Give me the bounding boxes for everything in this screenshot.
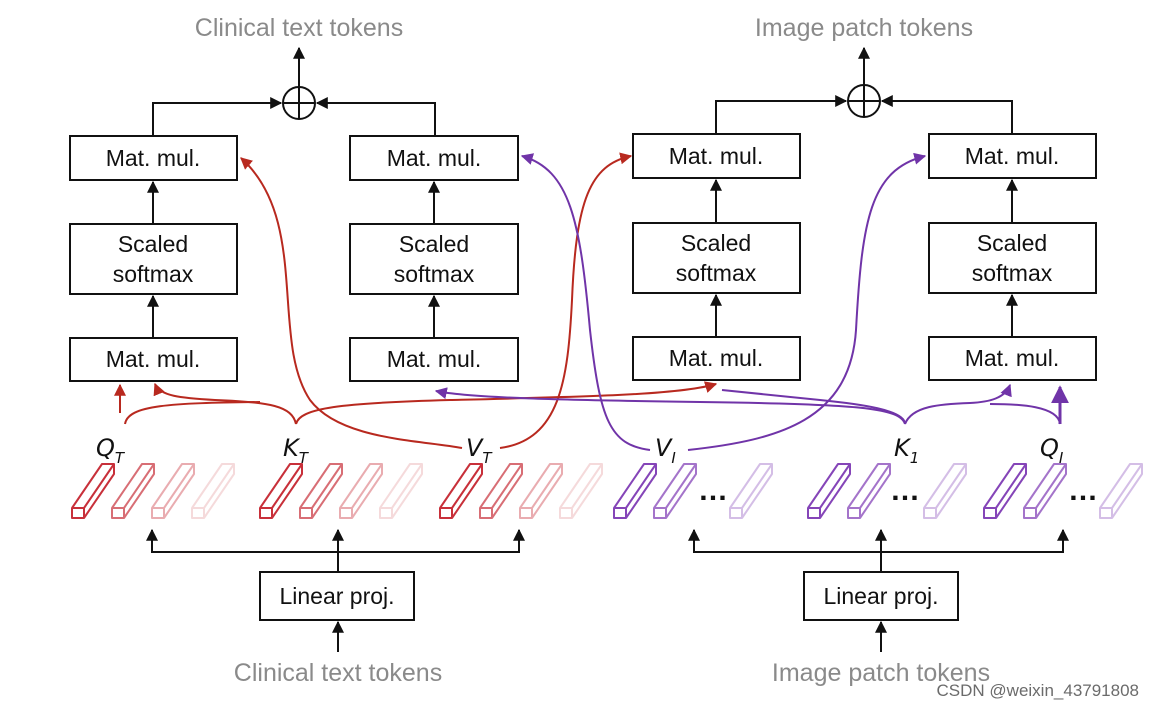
token-cuboid	[923, 463, 967, 519]
mat-mul-top-2	[349, 135, 519, 181]
ellipsis-2: …	[890, 474, 920, 507]
token-group-qt	[71, 463, 235, 519]
token-cuboid	[439, 463, 483, 519]
mat-mul-top-1-label: Mat. mul.	[106, 145, 201, 171]
scaled-softmax-3-line1: Scaled	[681, 230, 751, 256]
token-group-vt	[439, 463, 603, 519]
connector-image-left	[715, 95, 848, 133]
scaled-softmax-2	[349, 223, 519, 295]
arrow-vt-to-matmul-top1	[240, 157, 463, 449]
token-group-qi	[983, 463, 1143, 519]
arrow-k1-brace	[721, 389, 906, 425]
mat-mul-bottom-2	[349, 337, 519, 382]
scaled-softmax-4-line1: Scaled	[977, 230, 1047, 256]
token-cuboid	[191, 463, 235, 519]
label-qt: QT	[96, 434, 126, 467]
linear-proj-text-label: Linear proj.	[279, 583, 394, 609]
token-cuboid	[613, 463, 657, 519]
token-cuboid	[339, 463, 383, 519]
label-vt: VT	[466, 434, 493, 467]
scaled-softmax-2-line1: Scaled	[399, 231, 469, 257]
linear-proj-text	[259, 571, 415, 621]
sum-node-text	[282, 86, 316, 120]
scaled-softmax-3	[632, 222, 801, 294]
token-cuboid	[519, 463, 563, 519]
top-label-text: Clinical text tokens	[195, 14, 403, 42]
label-vi: VI	[655, 434, 676, 467]
column-1: Mat. mul. Scaled softmax Mat. mul.	[69, 135, 238, 382]
token-group-kt	[259, 463, 423, 519]
bottom-label-text: Clinical text tokens	[234, 659, 442, 687]
bracket-text	[151, 530, 520, 553]
mat-mul-top-4-label: Mat. mul.	[965, 143, 1060, 169]
token-cuboid	[151, 463, 195, 519]
token-groups	[71, 463, 1143, 519]
token-cuboid	[653, 463, 697, 519]
token-cuboid	[1099, 463, 1143, 519]
token-cuboid	[111, 463, 155, 519]
label-qi: QI	[1040, 434, 1064, 467]
connector-image-right	[880, 95, 1013, 133]
label-kt: KT	[283, 434, 310, 467]
token-cuboid	[559, 463, 603, 519]
column-2: Mat. mul. Scaled softmax Mat. mul.	[349, 135, 519, 382]
mat-mul-top-2-label: Mat. mul.	[387, 145, 482, 171]
mat-mul-bottom-4	[928, 336, 1097, 381]
mat-mul-bottom-3	[632, 336, 801, 381]
token-group-k1	[807, 463, 967, 519]
arrow-qi-brace	[989, 403, 1061, 425]
column-3: Mat. mul. Scaled softmax Mat. mul.	[632, 133, 801, 381]
connector-text-right	[315, 97, 436, 135]
mat-mul-bottom-1-label: Mat. mul.	[106, 346, 201, 372]
label-k1: K1	[894, 434, 919, 467]
token-cuboid	[983, 463, 1027, 519]
mat-mul-bottom-2-label: Mat. mul.	[387, 346, 482, 372]
token-cuboid	[729, 463, 773, 519]
ellipsis-1: …	[698, 474, 728, 507]
token-cuboid	[379, 463, 423, 519]
column-4: Mat. mul. Scaled softmax Mat. mul.	[928, 133, 1097, 381]
mat-mul-top-4	[928, 133, 1097, 179]
sum-node-image	[847, 84, 881, 118]
arrow-vi-to-matmul-top4	[687, 152, 927, 451]
token-cuboid	[807, 463, 851, 519]
scaled-softmax-1-line2: softmax	[113, 261, 194, 287]
scaled-softmax-4-line2: softmax	[972, 260, 1053, 286]
scaled-softmax-4	[928, 222, 1097, 294]
bottom-label-image: Image patch tokens	[772, 659, 990, 687]
token-cuboid	[847, 463, 891, 519]
scaled-softmax-1-line1: Scaled	[118, 231, 188, 257]
scaled-softmax-3-line2: softmax	[676, 260, 757, 286]
scaled-softmax-2-line2: softmax	[394, 261, 475, 287]
token-cuboid	[479, 463, 523, 519]
bracket-image	[693, 530, 1064, 553]
mat-mul-bottom-4-label: Mat. mul.	[965, 345, 1060, 371]
arrow-k1-to-matmul2	[434, 387, 906, 425]
token-cuboid	[1023, 463, 1067, 519]
arrow-vi-to-matmul-top2	[520, 153, 651, 451]
token-cuboid	[299, 463, 343, 519]
token-cuboid	[71, 463, 115, 519]
mat-mul-top-1	[69, 135, 238, 181]
linear-proj-image-label: Linear proj.	[823, 583, 938, 609]
linear-proj-image	[803, 571, 959, 621]
mat-mul-top-3	[632, 133, 801, 179]
arrow-vt-to-matmul-top3	[499, 152, 633, 449]
arrow-kt-to-matmul1	[153, 382, 297, 425]
watermark: CSDN @weixin_43791808	[937, 681, 1139, 700]
ellipsis-3: …	[1068, 474, 1098, 507]
token-group-vi	[613, 463, 773, 519]
token-cuboid	[259, 463, 303, 519]
arrow-qt-brace	[124, 401, 261, 425]
mat-mul-top-3-label: Mat. mul.	[669, 143, 764, 169]
connector-text-left	[152, 97, 283, 135]
mat-mul-bottom-3-label: Mat. mul.	[669, 345, 764, 371]
top-label-image: Image patch tokens	[755, 14, 973, 42]
arrow-kt-to-matmul3	[295, 381, 718, 425]
arrow-k1-to-matmul4	[904, 383, 1012, 425]
